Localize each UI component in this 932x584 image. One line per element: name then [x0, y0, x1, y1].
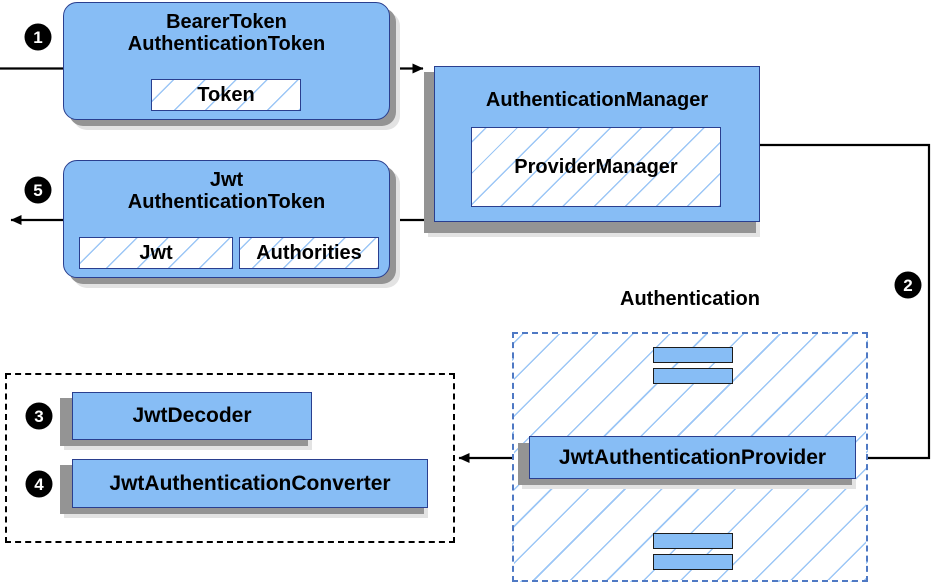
- badge-step-4: 4: [26, 471, 52, 497]
- node-authorities-field[interactable]: Authorities: [239, 237, 379, 269]
- node-token-field-label: Token: [197, 83, 255, 106]
- provider-placeholder-bar-bottom-2: [653, 554, 733, 570]
- badge-step-3-number: 3: [34, 406, 44, 426]
- node-jwt-field[interactable]: Jwt: [79, 237, 233, 269]
- node-jwt-decoder[interactable]: JwtDecoder: [72, 392, 312, 440]
- badge-step-4-number: 4: [34, 474, 44, 494]
- authentication-providers-label-line1: Authentication: [620, 288, 760, 310]
- badge-step-5: 5: [25, 177, 51, 203]
- badge-step-5-number: 5: [33, 180, 43, 200]
- badge-step-2-number: 2: [903, 275, 913, 295]
- badge-step-1: 1: [25, 24, 51, 50]
- node-provider-manager-label: ProviderManager: [514, 155, 678, 178]
- node-token-field[interactable]: Token: [151, 79, 301, 111]
- node-provider-manager[interactable]: ProviderManager: [471, 127, 721, 207]
- node-jwt-decoder-label: JwtDecoder: [132, 404, 252, 428]
- node-jwt-token-label-line1: Jwt: [209, 169, 244, 191]
- node-jwt-authentication-provider[interactable]: JwtAuthenticationProvider: [529, 436, 856, 479]
- node-jwt-field-label: Jwt: [139, 241, 173, 264]
- provider-placeholder-bar-bottom-1: [653, 533, 733, 549]
- badge-step-1-number: 1: [33, 27, 43, 47]
- node-bearer-token-authentication-token[interactable]: BearerToken AuthenticationToken Token: [63, 2, 390, 120]
- node-jwt-authentication-converter[interactable]: JwtAuthenticationConverter: [72, 459, 428, 508]
- node-authentication-manager-label: AuthenticationManager: [485, 89, 709, 111]
- node-bearer-token-label-line2: AuthenticationToken: [127, 33, 326, 55]
- node-jwt-authentication-provider-label: JwtAuthenticationProvider: [558, 445, 827, 469]
- provider-placeholder-bar-top-2: [653, 368, 733, 384]
- node-authentication-manager[interactable]: AuthenticationManager ProviderManager: [434, 66, 760, 222]
- node-authorities-field-label: Authorities: [256, 241, 362, 264]
- badge-step-2: 2: [895, 272, 921, 298]
- node-jwt-authentication-converter-label: JwtAuthenticationConverter: [109, 471, 391, 495]
- node-bearer-token-label-line1: BearerToken: [166, 11, 287, 33]
- node-jwt-token-label-line2: AuthenticationToken: [127, 191, 326, 213]
- node-jwt-authentication-token[interactable]: Jwt AuthenticationToken Jwt Authorities: [63, 160, 390, 278]
- badge-step-3: 3: [26, 403, 52, 429]
- jwt-helpers-region: [5, 373, 455, 543]
- provider-placeholder-bar-top-1: [653, 347, 733, 363]
